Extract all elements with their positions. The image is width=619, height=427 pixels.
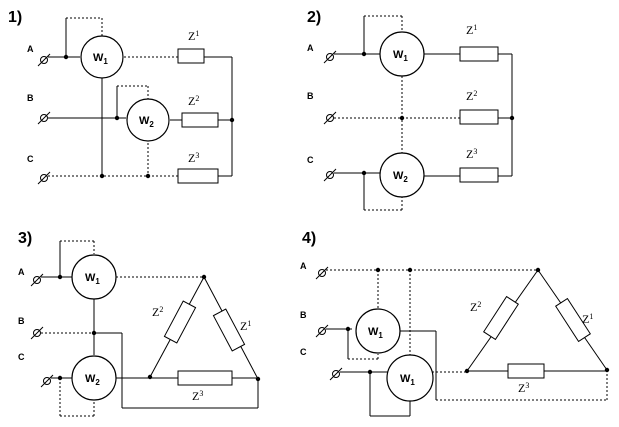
svg-text:Z3: Z3: [192, 389, 203, 403]
svg-text:W1: W1: [93, 52, 108, 66]
impedance-z1: Z1: [212, 308, 251, 352]
diagram-4: 4) A B C: [300, 230, 610, 417]
svg-text:Z1: Z1: [240, 319, 251, 333]
svg-text:Z1: Z1: [188, 29, 199, 43]
svg-text:Z2: Z2: [152, 305, 163, 319]
terminal-a: [37, 53, 51, 67]
svg-text:W2: W2: [393, 170, 408, 184]
impedance-z3: Z3: [177, 151, 219, 184]
wattmeter-2: W1: [386, 354, 434, 402]
impedance-z3: Z3: [459, 147, 499, 183]
phase-label-c: C: [307, 155, 314, 165]
wattmeter-1: W1: [379, 31, 425, 77]
diagram-number: 3): [18, 230, 32, 247]
phase-label-a: A: [18, 267, 25, 277]
terminal-a: [30, 273, 44, 287]
terminal-a: [323, 50, 337, 64]
diagram-2: 2) A B C: [307, 9, 515, 211]
impedance-z2: Z2: [152, 300, 197, 344]
wattmeter-1: W1: [71, 254, 117, 300]
impedance-z2: Z2: [459, 89, 499, 125]
terminal-b: [37, 111, 51, 125]
phase-label-c: C: [27, 154, 34, 164]
junctions: [345, 267, 610, 375]
phase-label-b: B: [18, 316, 25, 326]
junctions: [63, 54, 235, 179]
impedance-z3: Z3: [177, 370, 233, 403]
diagram-number: 4): [302, 230, 316, 247]
phase-label-b: B: [307, 91, 314, 101]
svg-text:Z1: Z1: [466, 23, 477, 37]
impedance-z2: Z2: [181, 94, 219, 128]
impedance-z1: Z1: [459, 23, 499, 62]
phase-label-c: C: [18, 352, 25, 362]
phase-label-a: A: [300, 261, 307, 271]
terminal-c: [37, 171, 51, 185]
phase-label-c: C: [300, 347, 307, 357]
phase-label-a: A: [307, 43, 314, 53]
wattmeter-1: W1: [80, 35, 124, 79]
impedance-z1: Z1: [555, 297, 593, 343]
svg-text:W1: W1: [368, 326, 383, 340]
svg-text:Z1: Z1: [582, 312, 593, 326]
svg-text:Z2: Z2: [188, 94, 199, 108]
svg-text:W1: W1: [85, 272, 100, 286]
phase-label-b: B: [27, 93, 34, 103]
junctions: [361, 51, 515, 176]
svg-text:Z3: Z3: [518, 381, 529, 395]
svg-text:W1: W1: [400, 373, 415, 387]
svg-text:W1: W1: [393, 49, 408, 63]
diagram-1: 1) A B C: [8, 9, 235, 185]
svg-text:Z3: Z3: [188, 151, 199, 165]
impedance-z2: Z2: [470, 295, 519, 341]
svg-text:Z3: Z3: [466, 147, 477, 161]
wattmeter-2: W2: [71, 355, 117, 401]
svg-text:W2: W2: [139, 115, 154, 129]
svg-text:Z2: Z2: [466, 89, 477, 103]
terminal-a: [315, 266, 329, 280]
wattmeter-1: W1: [355, 308, 401, 354]
terminal-b: [315, 324, 329, 338]
terminal-b: [30, 326, 44, 340]
junctions: [57, 274, 261, 382]
terminal-b: [323, 111, 337, 125]
wiring: [334, 15, 513, 211]
impedance-z1: Z1: [177, 29, 205, 64]
phase-label-b: B: [300, 310, 307, 320]
diagram-number: 1): [8, 9, 22, 26]
terminal-c: [329, 367, 343, 381]
terminal-c: [323, 168, 337, 182]
phase-label-a: A: [27, 44, 34, 54]
wattmeter-2: W2: [126, 98, 170, 142]
wattmeter-2: W2: [379, 152, 425, 198]
svg-text:W2: W2: [85, 373, 100, 387]
wiring: [48, 17, 233, 177]
svg-text:Z2: Z2: [470, 300, 481, 314]
diagram-3: 3) A B C: [18, 230, 261, 417]
impedance-z3: Z3: [507, 363, 545, 395]
diagram-number: 2): [307, 9, 321, 26]
terminal-c: [40, 374, 54, 388]
